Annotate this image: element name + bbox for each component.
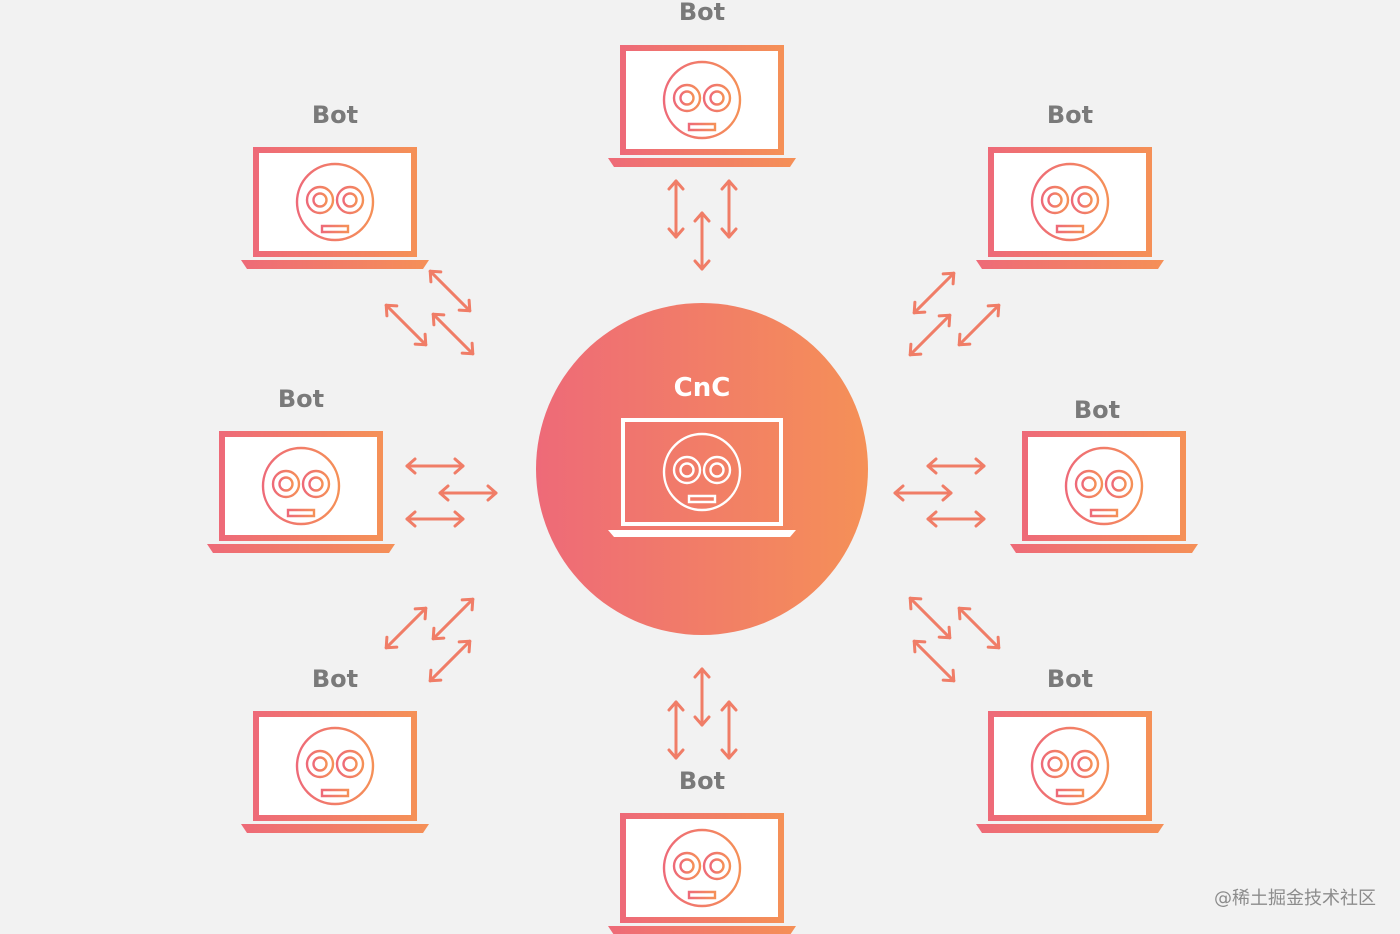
- bot-label: Bot: [312, 101, 358, 129]
- bot-node-left: Bot: [207, 385, 395, 553]
- bot-label: Bot: [679, 767, 725, 795]
- arrows-bottom: [667, 667, 738, 760]
- laptop-icon: [241, 714, 429, 833]
- laptop-icon: [608, 816, 796, 934]
- cnc-circle: [536, 303, 868, 635]
- bidirectional-arrow-icon: [379, 601, 433, 655]
- bidirectional-arrow-icon: [405, 510, 465, 528]
- laptop-icon: [1010, 434, 1198, 553]
- bidirectional-arrow-icon: [903, 308, 957, 362]
- bot-label: Bot: [1047, 665, 1093, 693]
- bidirectional-arrow-icon: [907, 266, 961, 320]
- bidirectional-arrow-icon: [693, 667, 711, 727]
- bidirectional-arrow-icon: [893, 484, 953, 502]
- bidirectional-arrow-icon: [907, 634, 961, 688]
- bot-label: Bot: [679, 0, 725, 26]
- arrows-bottom-left: [379, 592, 480, 688]
- arrows-bottom-right: [903, 591, 1006, 688]
- arrows-top-left: [379, 264, 480, 361]
- bidirectional-arrow-icon: [379, 298, 433, 352]
- arrows-right: [893, 457, 986, 528]
- bidirectional-arrow-icon: [667, 179, 685, 239]
- bidirectional-arrow-icon: [423, 264, 477, 318]
- bidirectional-arrow-icon: [426, 592, 480, 646]
- bot-node-bottom: Bot: [608, 767, 796, 934]
- laptop-icon: [608, 48, 796, 167]
- bidirectional-arrow-icon: [720, 179, 738, 239]
- bidirectional-arrow-icon: [926, 510, 986, 528]
- cnc-label: CnC: [674, 373, 731, 403]
- arrows-left: [405, 457, 498, 528]
- bidirectional-arrow-icon: [952, 601, 1006, 655]
- laptop-icon: [976, 150, 1164, 269]
- arrows-top: [667, 179, 738, 271]
- bot-node-bottom-right: Bot: [976, 665, 1164, 833]
- arrows-top-right: [903, 266, 1006, 362]
- bot-label: Bot: [1047, 101, 1093, 129]
- bot-node-top-right: Bot: [976, 101, 1164, 269]
- bidirectional-arrow-icon: [693, 211, 711, 271]
- bot-node-right: Bot: [1010, 396, 1198, 553]
- bot-label: Bot: [312, 665, 358, 693]
- watermark: @稀土掘金技术社区: [1214, 888, 1376, 909]
- laptop-icon: [241, 150, 429, 269]
- bidirectional-arrow-icon: [423, 634, 477, 688]
- bot-label: Bot: [278, 385, 324, 413]
- bidirectional-arrow-icon: [720, 700, 738, 760]
- cnc-node: CnC: [536, 303, 868, 635]
- bidirectional-arrow-icon: [426, 307, 480, 361]
- bidirectional-arrow-icon: [405, 457, 465, 475]
- bot-node-top: Bot: [608, 0, 796, 167]
- bidirectional-arrow-icon: [438, 484, 498, 502]
- bidirectional-arrow-icon: [903, 591, 957, 645]
- bot-node-top-left: Bot: [241, 101, 429, 269]
- bidirectional-arrow-icon: [926, 457, 986, 475]
- bidirectional-arrow-icon: [952, 298, 1006, 352]
- bidirectional-arrow-icon: [667, 700, 685, 760]
- laptop-icon: [207, 434, 395, 553]
- bot-label: Bot: [1074, 396, 1120, 424]
- laptop-icon: [976, 714, 1164, 833]
- bot-node-bottom-left: Bot: [241, 665, 429, 833]
